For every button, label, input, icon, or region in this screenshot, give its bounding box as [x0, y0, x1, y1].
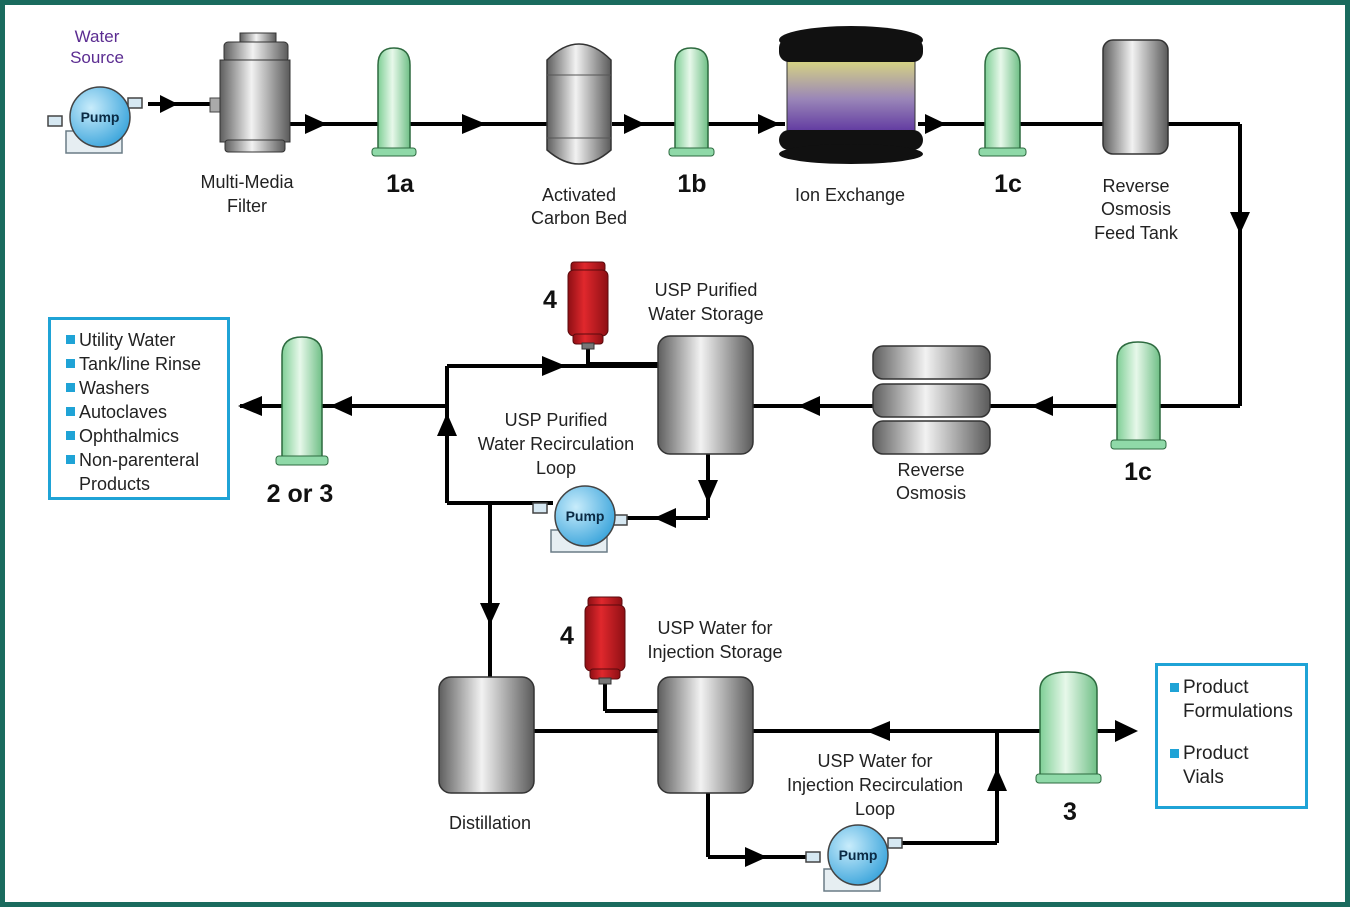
wfi-storage-label-2: Injection Storage — [647, 642, 782, 662]
carbon-bed-label-2: Carbon Bed — [531, 208, 627, 228]
pump-label: Pump — [839, 847, 878, 863]
pump-purified-loop[interactable]: Pump — [532, 485, 628, 553]
labels: Water Source Multi-Media Filter 1a Activ… — [70, 27, 1179, 833]
bullet-icon — [66, 359, 75, 368]
cartridge-2-or-3 — [275, 336, 329, 466]
pw-loop-label-3: Loop — [536, 458, 576, 478]
ro-feed-tank-label: Reverse — [1102, 176, 1169, 196]
vent-4-bottom-label: 4 — [560, 622, 574, 650]
distillation-label: Distillation — [449, 813, 531, 833]
purified-water-uses-box: Utility Water Tank/line Rinse Washers Au… — [48, 317, 230, 500]
wfi-storage-label: USP Water for — [657, 618, 772, 638]
ro-feed-tank-label-2: Osmosis — [1101, 199, 1171, 219]
list-item: Product — [1170, 742, 1305, 766]
list-item-continuation: Products — [79, 474, 151, 494]
list-item-continuation: Vials — [1183, 767, 1224, 788]
cartridge-1b-label: 1b — [677, 170, 706, 198]
cartridge-1c-top-label: 1c — [994, 170, 1022, 198]
water-source-label-2: Source — [70, 48, 124, 67]
list-item-continuation: Formulations — [1183, 701, 1293, 722]
list-spacer — [1170, 724, 1305, 742]
bullet-icon — [66, 407, 75, 416]
bullet-icon — [66, 455, 75, 464]
list-item: Washers — [66, 376, 227, 400]
pump-label: Pump — [81, 109, 120, 125]
cartridge-1a — [371, 47, 417, 157]
wfi-loop-label: USP Water for — [817, 751, 932, 771]
water-source-label: Water — [75, 27, 120, 46]
wfi-uses-box: Product Formulations Product Vials — [1155, 663, 1308, 809]
ro-label: Reverse — [897, 460, 964, 480]
cartridge-3-label: 3 — [1063, 798, 1077, 826]
pw-storage-tank — [657, 335, 754, 455]
wfi-loop-label-3: Loop — [855, 799, 895, 819]
wfi-uses-list: Product Formulations Product Vials — [1170, 676, 1305, 790]
ro-label-2: Osmosis — [896, 483, 966, 503]
pw-loop-label: USP Purified — [505, 410, 608, 430]
list-item: Autoclaves — [66, 400, 227, 424]
mm-filter-label: Multi-Media — [200, 172, 294, 192]
list-item: Ophthalmics — [66, 424, 227, 448]
cartridge-1b — [668, 47, 715, 157]
cartridge-1c-top — [978, 47, 1027, 157]
pw-loop-label-2: Water Recirculation — [478, 434, 634, 454]
wfi-loop-label-2: Injection Recirculation — [787, 775, 963, 795]
list-item: Non-parenteral — [66, 448, 227, 472]
vent-filter-bottom — [584, 596, 626, 685]
list-item: Product — [1170, 676, 1305, 700]
vent-4-top-label: 4 — [543, 286, 557, 314]
list-item: Utility Water — [66, 328, 227, 352]
cartridge-3 — [1035, 671, 1102, 784]
distillation-unit — [438, 676, 535, 794]
ro-feed-tank-label-3: Feed Tank — [1094, 223, 1179, 243]
cartridge-1c-mid-label: 1c — [1124, 458, 1152, 486]
ion-exchange-label: Ion Exchange — [795, 185, 905, 205]
vent-filter-top — [567, 261, 609, 350]
flow-arrows — [160, 95, 1250, 867]
carbon-bed-label: Activated — [542, 185, 616, 205]
wfi-storage-tank — [657, 676, 754, 794]
pump-label: Pump — [566, 508, 605, 524]
pw-storage-label-2: Water Storage — [648, 304, 763, 324]
purified-water-uses-list: Utility Water Tank/line Rinse Washers Au… — [66, 328, 227, 496]
ro-feed-tank — [1102, 39, 1169, 155]
list-item: Tank/line Rinse — [66, 352, 227, 376]
multi-media-filter — [209, 32, 291, 153]
cartridge-1a-label: 1a — [386, 170, 415, 198]
pump-source[interactable]: Pump — [47, 86, 143, 154]
bullet-icon — [1170, 683, 1179, 692]
mm-filter-label-2: Filter — [227, 196, 267, 216]
cartridge-1c-mid — [1110, 341, 1167, 450]
activated-carbon-bed — [546, 43, 612, 165]
bullet-icon — [1170, 749, 1179, 758]
pump-wfi-loop[interactable]: Pump — [805, 824, 903, 892]
pw-storage-label: USP Purified — [655, 280, 758, 300]
bullet-icon — [66, 383, 75, 392]
bullet-icon — [66, 431, 75, 440]
cartridge-2-or-3-label: 2 or 3 — [267, 480, 334, 508]
reverse-osmosis-modules — [872, 345, 991, 455]
bullet-icon — [66, 335, 75, 344]
ion-exchange-unit — [779, 26, 923, 164]
